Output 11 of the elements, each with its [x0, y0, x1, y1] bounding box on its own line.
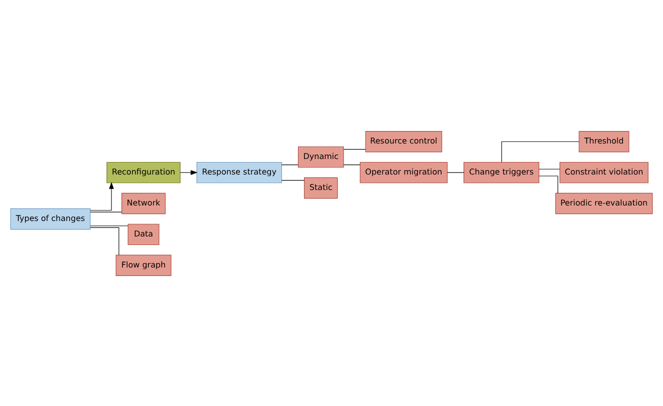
connector	[90, 226, 120, 255]
arrow	[180, 170, 198, 174]
connector	[538, 168, 560, 169]
connector	[343, 148, 366, 150]
connector	[538, 175, 558, 193]
connector	[281, 164, 298, 165]
connector	[343, 164, 360, 165]
connector	[90, 211, 122, 212]
arrow	[90, 182, 114, 210]
connector	[90, 225, 128, 226]
connector	[501, 140, 580, 162]
